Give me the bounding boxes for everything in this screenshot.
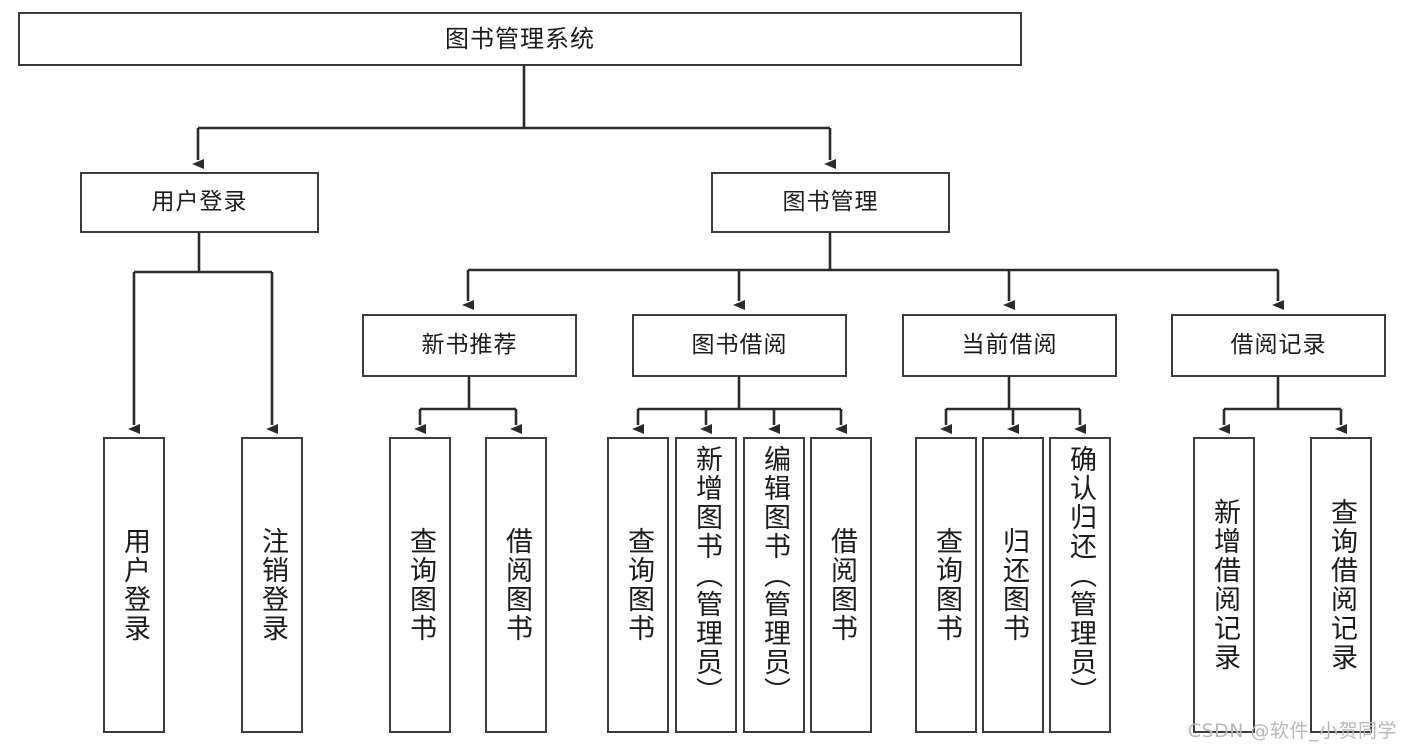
node-new-book-recommend[interactable]: 新书推荐 (362, 314, 577, 377)
node-label: 查询图书 (931, 527, 963, 643)
node-label: 新增借阅记录 (1209, 498, 1241, 672)
node-book-management[interactable]: 图书管理 (711, 172, 950, 233)
watermark: CSDN @软件_小贺同学 (1187, 720, 1397, 742)
node-label: 借阅图书 (826, 527, 858, 643)
leaf-record-add-borrow-record[interactable]: 新增借阅记录 (1193, 437, 1255, 733)
leaf-borrow-add-book-admin[interactable]: 新增图书（管理员） (675, 437, 737, 733)
node-label: 注销登录 (257, 527, 289, 643)
node-label: 图书管理系统 (445, 24, 595, 53)
node-label: 借阅图书 (501, 527, 533, 643)
node-label: 编辑图书（管理员） (759, 445, 791, 706)
node-label: 查询图书 (623, 527, 655, 643)
leaf-borrow-edit-book-admin[interactable]: 编辑图书（管理员） (743, 437, 805, 733)
node-label: 用户登录 (151, 188, 248, 215)
node-label: 借阅记录 (1230, 331, 1327, 358)
leaf-user-logout[interactable]: 注销登录 (241, 437, 303, 733)
leaf-current-confirm-return-admin[interactable]: 确认归还（管理员） (1049, 437, 1111, 733)
leaf-user-login[interactable]: 用户登录 (103, 437, 165, 733)
node-label: 图书管理 (782, 188, 879, 215)
leaf-borrow-borrow-book[interactable]: 借阅图书 (810, 437, 872, 733)
leaf-borrow-query-book[interactable]: 查询图书 (607, 437, 669, 733)
node-root-system[interactable]: 图书管理系统 (18, 12, 1022, 66)
node-user-login[interactable]: 用户登录 (80, 172, 319, 233)
node-book-borrow[interactable]: 图书借阅 (632, 314, 847, 377)
node-current-borrow[interactable]: 当前借阅 (902, 314, 1117, 377)
leaf-recommend-query-book[interactable]: 查询图书 (389, 437, 451, 733)
leaf-current-query-book[interactable]: 查询图书 (915, 437, 977, 733)
node-label: 归还图书 (998, 527, 1030, 643)
leaf-current-return-book[interactable]: 归还图书 (982, 437, 1044, 733)
node-label: 当前借阅 (961, 331, 1058, 358)
node-label: 查询图书 (405, 527, 437, 643)
node-label: 用户登录 (119, 527, 151, 643)
leaf-recommend-borrow-book[interactable]: 借阅图书 (485, 437, 547, 733)
node-label: 新书推荐 (421, 331, 518, 358)
leaf-record-query-borrow-record[interactable]: 查询借阅记录 (1310, 437, 1372, 733)
node-label: 图书借阅 (691, 331, 788, 358)
node-label: 新增图书（管理员） (691, 445, 723, 706)
node-label: 确认归还（管理员） (1065, 445, 1097, 706)
node-borrow-record[interactable]: 借阅记录 (1171, 314, 1386, 377)
node-label: 查询借阅记录 (1326, 498, 1358, 672)
